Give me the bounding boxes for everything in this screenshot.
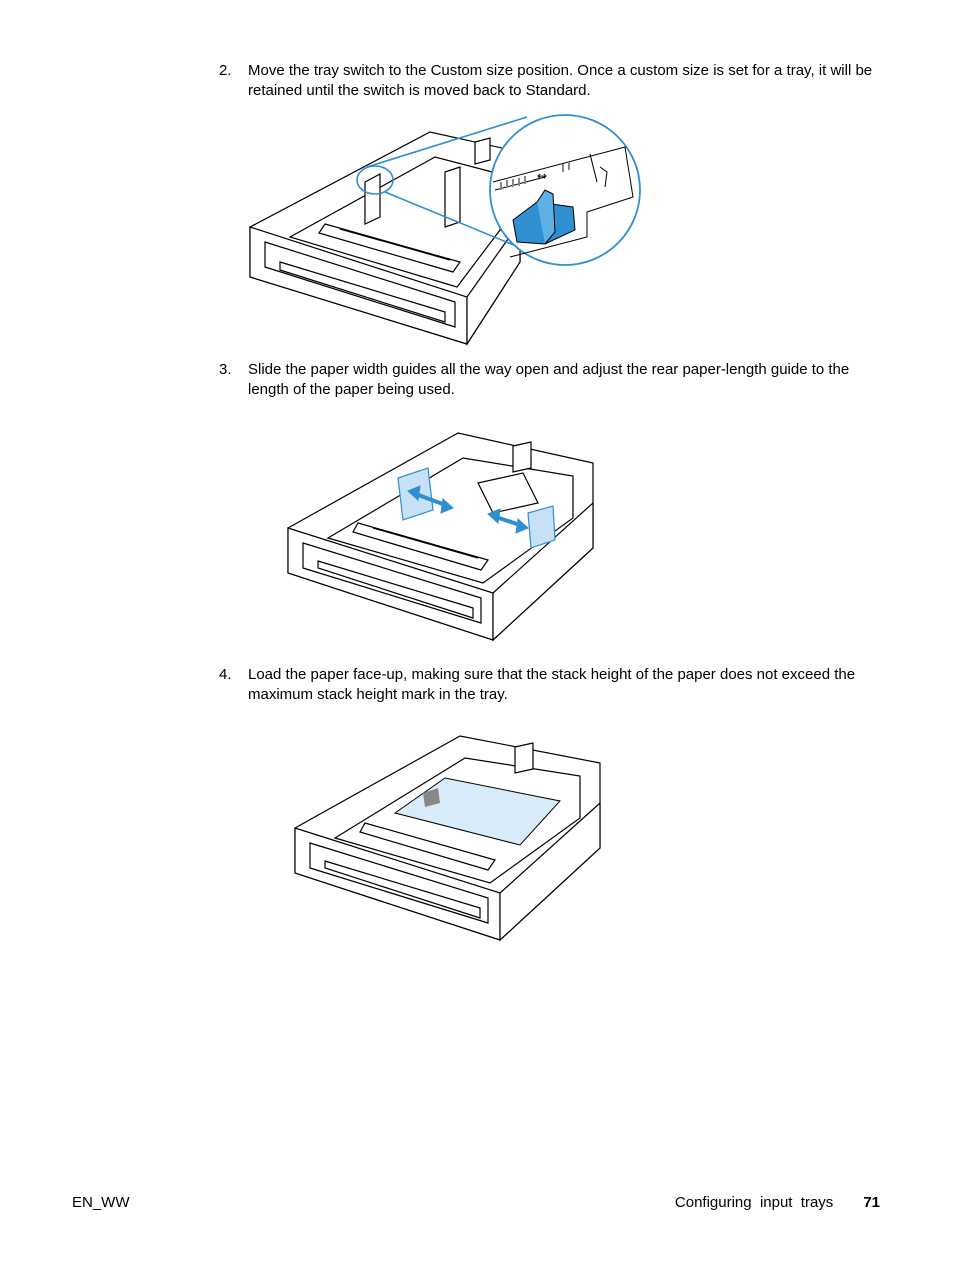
step-number: 2. [219, 62, 232, 79]
tray-paper-loaded-illustration [290, 733, 605, 943]
step-number: 4. [219, 666, 232, 683]
step-text: Move the tray switch to the Custom size … [248, 62, 873, 99]
footer-right: Configuring input trays 71 [675, 1194, 880, 1211]
step-text: Load the paper face-up, making sure that… [248, 666, 856, 703]
footer-section-title: Configuring input trays [674, 1194, 834, 1211]
tray-guides-illustration [283, 428, 598, 643]
footer-locale: EN_WW [72, 1194, 130, 1211]
tray-switch-illustration: ↔ [245, 112, 645, 347]
switch-arrow-symbol: ↔ [537, 169, 547, 183]
step-text: Slide the paper width guides all the way… [248, 361, 850, 398]
page-number: 71 [863, 1194, 880, 1211]
step-number: 3. [219, 361, 232, 378]
